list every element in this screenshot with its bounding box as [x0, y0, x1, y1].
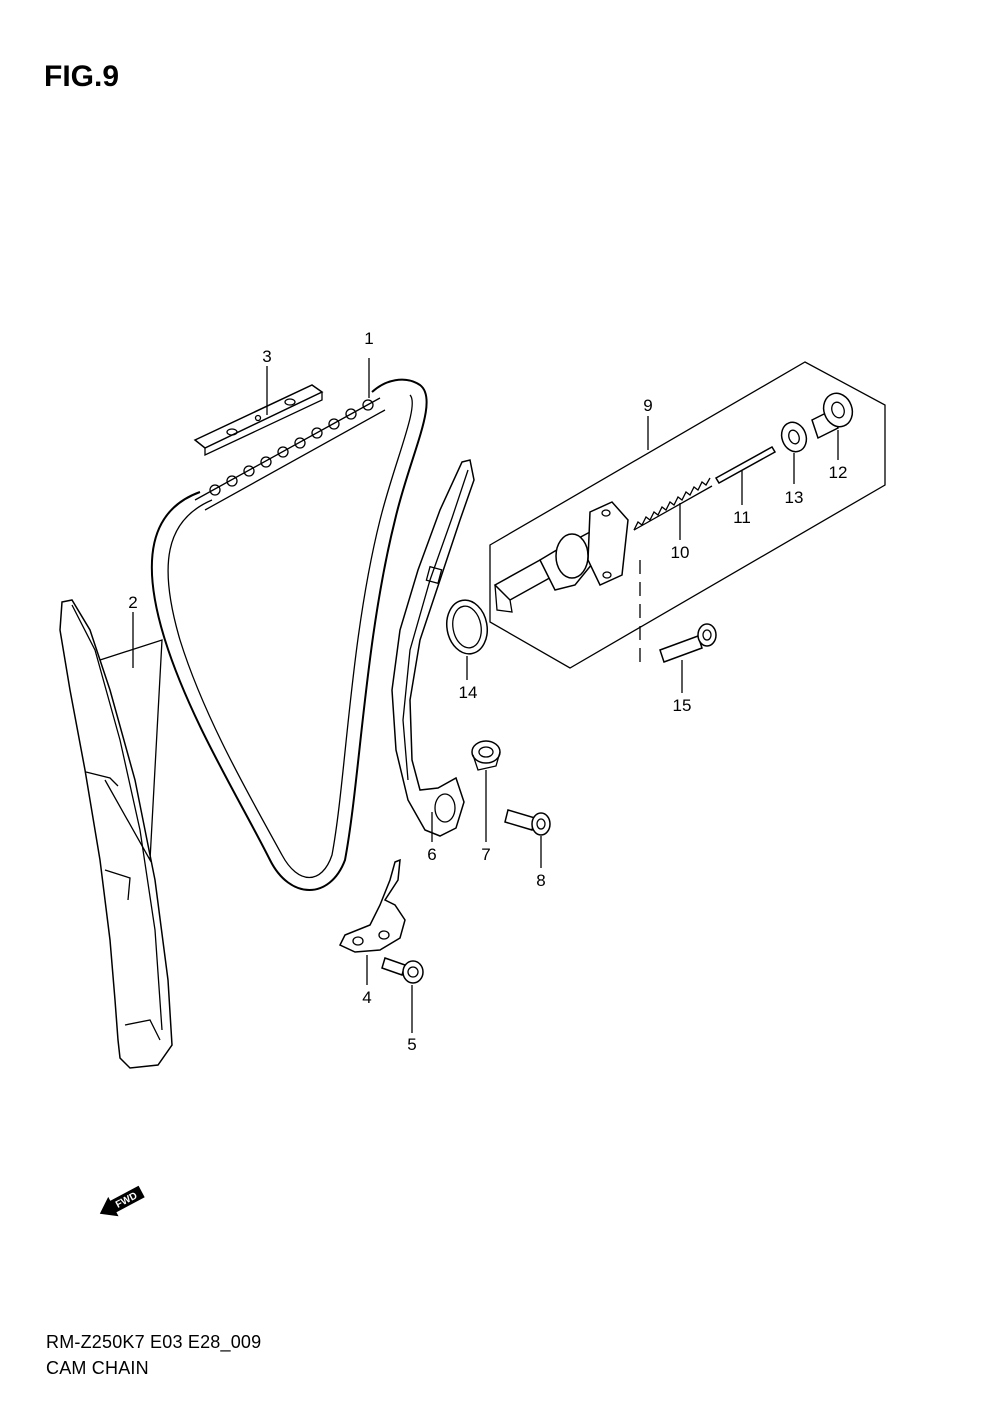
leader-lines: [132, 358, 839, 1033]
ref-label: 13: [785, 488, 804, 507]
guide-bolt[interactable]: [504, 809, 551, 836]
figure-title: FIG.9: [44, 60, 120, 93]
ref-label: 10: [671, 543, 690, 562]
retainer-bolt[interactable]: [381, 957, 424, 984]
ref-label: 1: [364, 329, 373, 348]
ref-label: 12: [829, 463, 848, 482]
bushing[interactable]: [471, 740, 501, 771]
cap-bolt[interactable]: [811, 389, 857, 440]
ref-label: 8: [536, 871, 545, 890]
reference-labels: 1 2 3 4 5 6 7 8 9 10 11 12 13 14 15: [128, 329, 847, 1054]
ref-label: 2: [128, 593, 137, 612]
tensioner-spring[interactable]: [633, 477, 713, 531]
chain-guide[interactable]: [391, 459, 475, 837]
retainer-plate[interactable]: [338, 858, 406, 953]
ref-label: 14: [459, 683, 478, 702]
chain-guide-plate[interactable]: [193, 384, 324, 457]
chain-links-detail: [209, 399, 374, 496]
fwd-arrow-icon: FWD: [99, 1185, 145, 1217]
cam-chain[interactable]: [150, 378, 428, 891]
sealing-washer[interactable]: [778, 419, 811, 455]
ref-label: 9: [643, 396, 652, 415]
ref-label: 3: [262, 347, 271, 366]
ref-label: 7: [481, 845, 490, 864]
ref-label: 15: [673, 696, 692, 715]
ref-label: 11: [733, 508, 751, 527]
adjuster-bolt[interactable]: [659, 623, 717, 663]
o-ring[interactable]: [443, 597, 492, 657]
model-code: RM-Z250K7 E03 E28_009: [46, 1332, 262, 1352]
ref-label: 6: [427, 845, 436, 864]
ref-label: 5: [407, 1035, 416, 1054]
chain-tensioner-shoe[interactable]: [59, 599, 173, 1069]
fwd-label: FWD: [114, 1190, 139, 1210]
ref-label: 4: [362, 988, 371, 1007]
section-name: CAM CHAIN: [46, 1358, 149, 1378]
tensioner-adjuster-assembly[interactable]: [489, 361, 886, 669]
tensioner-rod[interactable]: [714, 445, 777, 485]
